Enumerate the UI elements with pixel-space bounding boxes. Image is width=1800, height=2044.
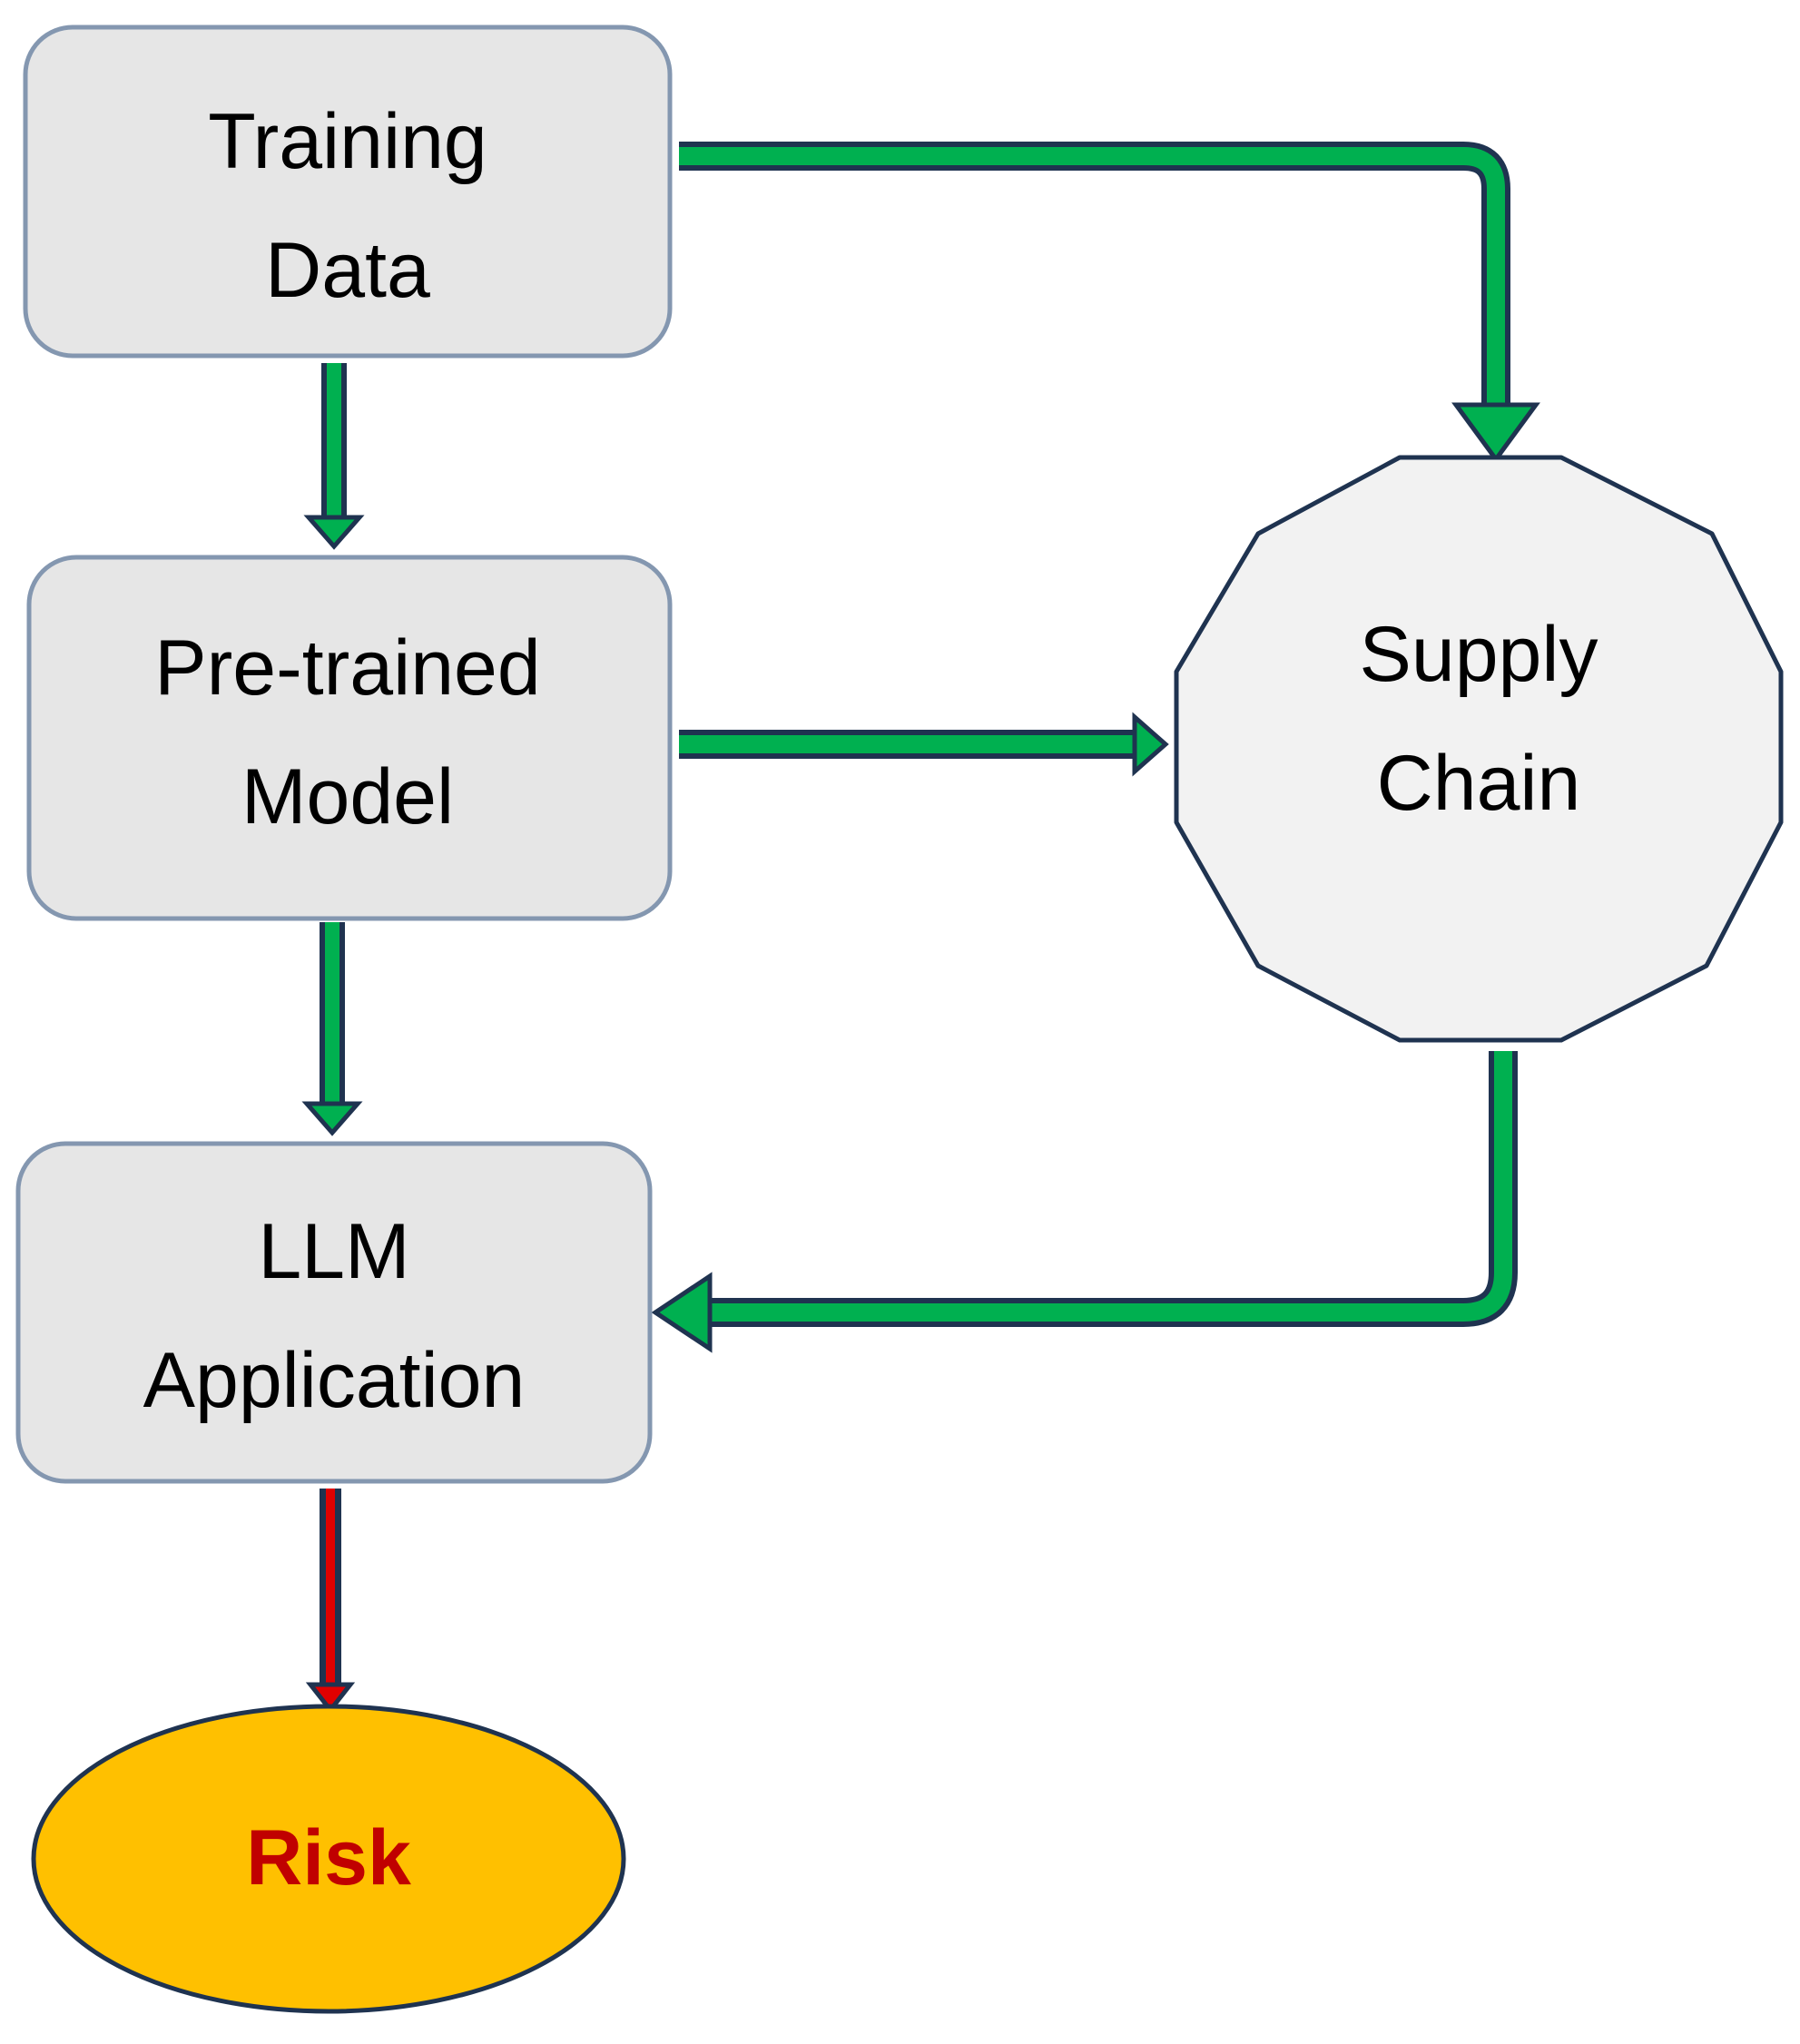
- training-data-label-line1: Training: [208, 98, 487, 185]
- pretrained-model-label-line1: Pre-trained: [154, 624, 540, 712]
- risk-label: Risk: [246, 1814, 411, 1902]
- arrow-training-to-supply-chain: [679, 142, 1540, 464]
- node-pretrained-model: Pre-trained Model: [26, 555, 673, 921]
- arrow-training-to-model: [303, 363, 365, 550]
- pretrained-model-label-line2: Model: [241, 753, 454, 840]
- arrow-model-to-supply-chain: [679, 712, 1169, 777]
- node-llm-application: LLM Application: [15, 1141, 653, 1484]
- node-supply-chain: Supply Chain: [1174, 455, 1784, 1043]
- supply-chain-label-line1: Supply: [1360, 611, 1598, 698]
- training-data-label-line2: Data: [265, 227, 430, 314]
- node-training-data: Training Data: [23, 25, 673, 359]
- supply-chain-label-line2: Chain: [1377, 740, 1581, 827]
- llm-application-label-line1: LLM: [258, 1208, 409, 1295]
- arrow-llm-to-risk: [305, 1489, 356, 1715]
- arrow-model-to-llm: [301, 922, 363, 1136]
- node-risk: Risk: [31, 1704, 626, 2014]
- llm-application-label-line2: Application: [143, 1337, 526, 1424]
- arrow-supply-chain-to-llm: [651, 1051, 1518, 1353]
